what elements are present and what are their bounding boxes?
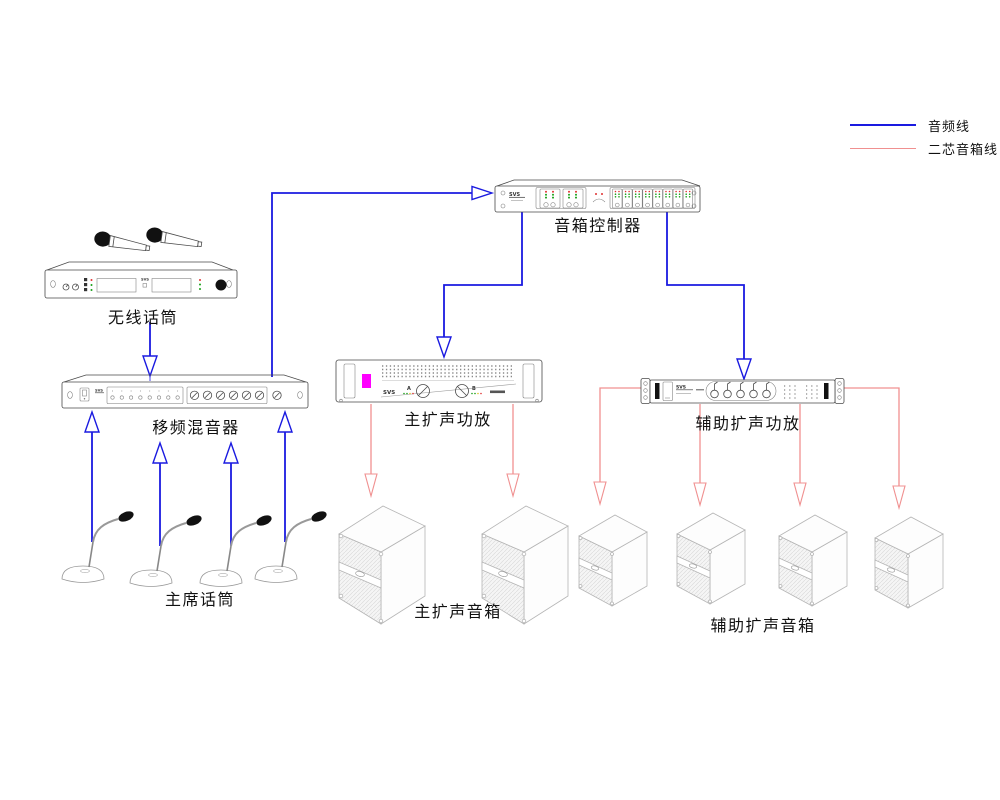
label-main-speakers: 主扩声音箱 — [414, 604, 502, 621]
chairman-mics — [61, 508, 330, 588]
handheld-mic-icon — [144, 226, 204, 250]
arrow-down-icon — [736, 358, 752, 382]
arrow-down-icon — [142, 355, 158, 379]
label-mixer: 移频混音器 — [152, 420, 240, 437]
wireless-handheld-mics — [92, 226, 204, 254]
label-main-amp: 主扩声功放 — [404, 412, 492, 429]
speaker-cable-aux4 — [844, 387, 900, 486]
handheld-mic-icon — [92, 230, 152, 254]
audio-cables — [84, 185, 752, 546]
arrow-down-icon — [506, 473, 520, 499]
legend-label-speaker: 二芯音箱线 — [928, 141, 999, 157]
desk-mic-icon — [129, 512, 205, 588]
legend-label-audio: 音频线 — [928, 118, 971, 134]
small-speaker-icon — [874, 516, 944, 609]
label-aux-amp: 辅助扩声功放 — [695, 416, 801, 433]
speaker-line-sample-icon — [850, 147, 916, 149]
label-aux-speakers: 辅助扩声音箱 — [710, 618, 816, 635]
speaker-controller-device: SVS — [494, 179, 701, 213]
power-button — [362, 374, 371, 388]
legend: 音频线 二芯音箱线 — [850, 118, 998, 164]
legend-item-audio-cable: 音频线 — [850, 118, 998, 134]
audio-cable-controller-to-main-amp — [443, 212, 523, 338]
legend-item-speaker-cable: 二芯音箱线 — [850, 141, 999, 157]
audio-cable-controller-to-aux-amp — [666, 212, 745, 360]
small-speaker-icon — [676, 512, 746, 605]
main-amplifier-device: SVS A B — [335, 359, 543, 403]
arrow-up-icon — [223, 440, 239, 464]
arrow-down-icon — [436, 336, 452, 360]
arrow-down-icon — [364, 473, 378, 499]
brand-label: SVS — [95, 389, 103, 393]
arrow-down-icon — [693, 482, 707, 508]
brand-label: SVS — [676, 385, 686, 391]
speaker-cable-aux1 — [599, 387, 641, 482]
speaker-cables — [364, 387, 906, 511]
desk-mic-icon — [61, 508, 137, 584]
audio-cable-mixer-to-controller — [271, 192, 472, 377]
small-speaker-icon — [778, 514, 848, 607]
channel-a-label: A — [407, 386, 411, 392]
audio-line-sample-icon — [850, 124, 916, 126]
frequency-shift-mixer-device: SVS — [61, 374, 309, 409]
wireless-mic-receiver-device: SVS — [44, 261, 238, 299]
label-chairman-mic: 主席话筒 — [164, 592, 236, 609]
channel-b-label: B — [472, 386, 476, 392]
arrow-down-icon — [593, 481, 607, 507]
big-speaker-icon — [338, 505, 426, 625]
arrow-right-icon — [471, 185, 495, 201]
arrow-up-icon — [277, 409, 293, 433]
arrow-up-icon — [152, 440, 168, 464]
arrow-up-icon — [84, 409, 100, 433]
arrow-down-icon — [892, 485, 906, 511]
arrow-down-icon — [793, 482, 807, 508]
aux-amplifier-device: SVS — [640, 378, 845, 404]
label-wireless-mic: 无线话筒 — [107, 310, 179, 327]
small-speaker-icon — [578, 514, 648, 607]
aux-speakers — [578, 512, 944, 609]
label-speaker-controller: 音箱控制器 — [554, 218, 642, 235]
brand-label: SVS — [509, 192, 520, 198]
brand-label: SVS — [383, 390, 395, 396]
brand-label: SVS — [141, 278, 149, 282]
